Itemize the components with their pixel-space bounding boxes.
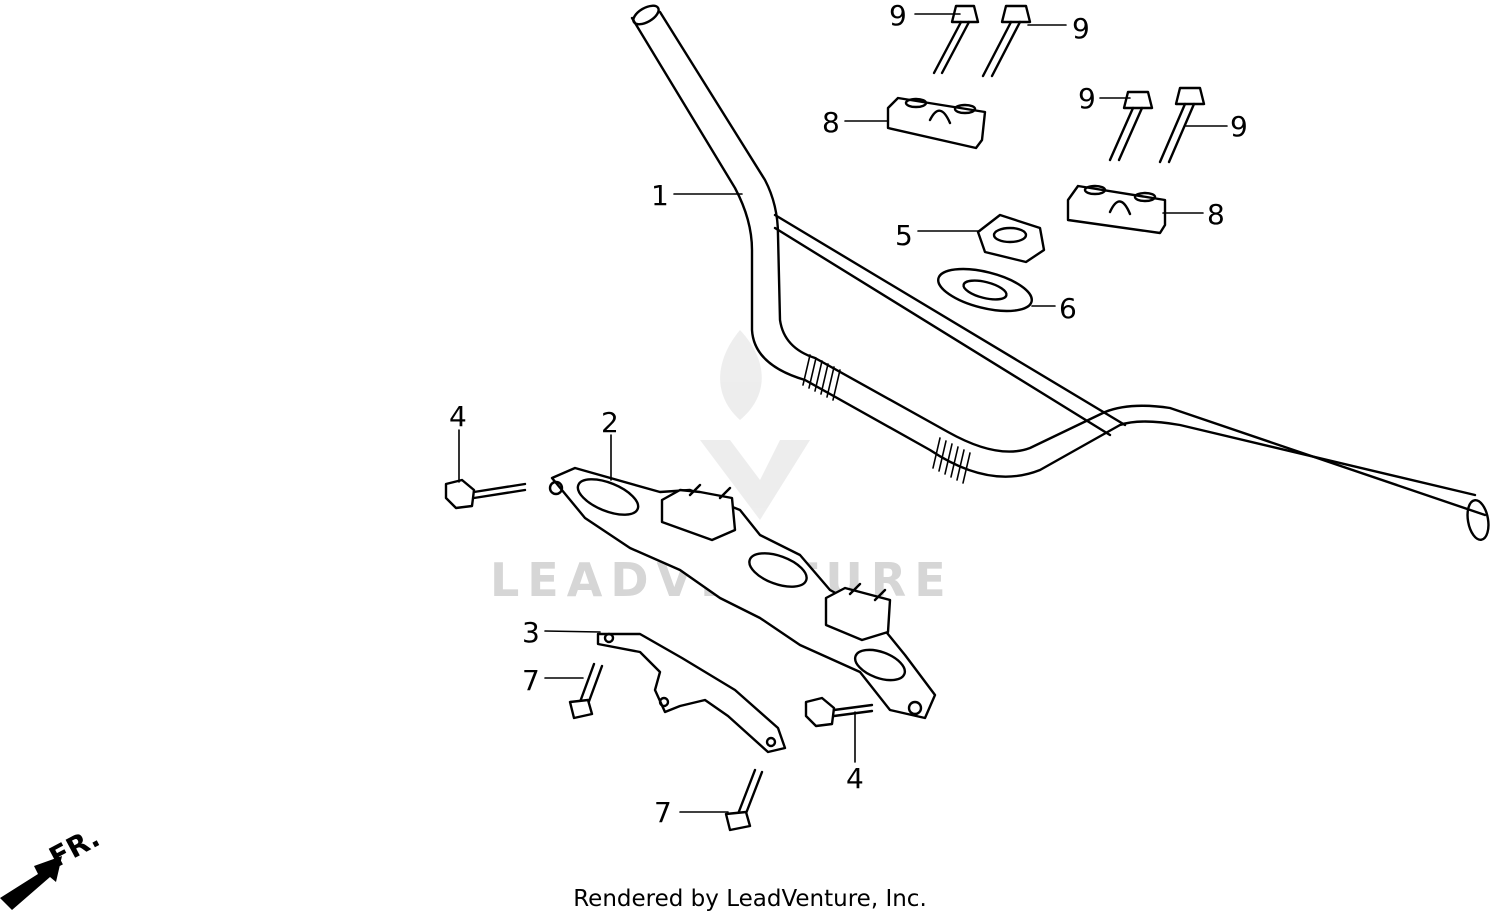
callout-9a: 9 bbox=[889, 0, 907, 32]
bolt-9b bbox=[981, 4, 1032, 78]
knurl-right bbox=[932, 437, 971, 484]
bolt-7a bbox=[568, 662, 604, 720]
front-arrow-icon bbox=[0, 856, 62, 910]
callout-4b: 4 bbox=[846, 762, 864, 795]
upper-holder-a bbox=[886, 96, 987, 150]
bolt-4a bbox=[444, 478, 527, 510]
footer-credit: Rendered by LeadVenture, Inc. bbox=[573, 886, 927, 912]
callout-3: 3 bbox=[522, 616, 540, 649]
callout-2: 2 bbox=[601, 406, 619, 439]
watermark-logo bbox=[700, 330, 810, 520]
plate bbox=[596, 632, 787, 754]
callout-9d: 9 bbox=[1230, 110, 1248, 143]
callout-8b: 8 bbox=[1207, 198, 1225, 231]
upper-holder-b bbox=[1066, 184, 1167, 235]
nut bbox=[976, 213, 1046, 264]
washer bbox=[937, 267, 1033, 313]
callout-9c: 9 bbox=[1078, 82, 1096, 115]
callout-9b: 9 bbox=[1072, 12, 1090, 45]
lower-holder bbox=[548, 466, 937, 720]
callout-7b: 7 bbox=[654, 796, 672, 829]
callout-4a: 4 bbox=[449, 400, 467, 433]
callout-6: 6 bbox=[1059, 292, 1077, 325]
bolt-4b bbox=[804, 696, 874, 728]
callout-5: 5 bbox=[895, 219, 913, 252]
knurl-left bbox=[802, 354, 841, 401]
bolt-9a bbox=[932, 4, 980, 75]
bolt-9c bbox=[1108, 90, 1154, 162]
callout-7a: 7 bbox=[522, 664, 540, 697]
handlebar bbox=[630, 4, 1490, 541]
bolt-7b bbox=[724, 768, 764, 832]
bolt-9d bbox=[1158, 86, 1206, 164]
callout-8a: 8 bbox=[822, 106, 840, 139]
leader-lines bbox=[458, 13, 1228, 813]
callout-1: 1 bbox=[651, 179, 669, 212]
